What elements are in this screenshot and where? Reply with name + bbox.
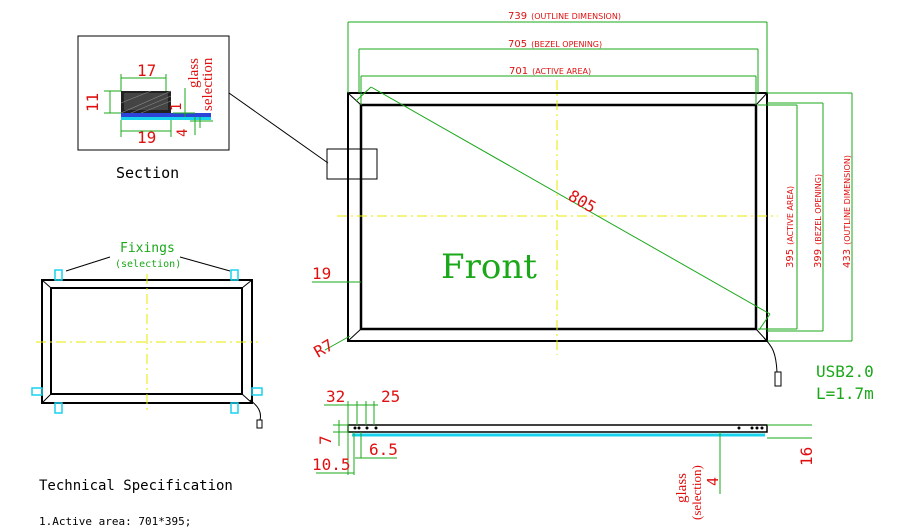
fixing-clamp-tr bbox=[230, 269, 239, 281]
fixing-clamp-br bbox=[230, 402, 239, 414]
side-glass-thickness: 4 bbox=[704, 477, 722, 486]
usb-connector bbox=[774, 371, 782, 387]
section-glass-edge bbox=[121, 117, 211, 120]
front-radius-dim: R7 bbox=[311, 335, 337, 361]
front-active-area bbox=[359, 103, 758, 331]
fixings-view: Fixings (selection) bbox=[31, 241, 263, 429]
side-glass-label: glass bbox=[674, 473, 690, 503]
side-dim-25: 25 bbox=[381, 387, 400, 406]
side-dim-6-5: 6.5 bbox=[369, 440, 398, 459]
fixing-clamp-tl bbox=[54, 269, 63, 281]
fixing-clamp-lb bbox=[31, 387, 43, 396]
front-dim-outline-w: 739(OUTLINE DIMENSION) bbox=[508, 11, 621, 22]
spec-item-1: 1.Active area: 701*395; bbox=[39, 515, 191, 528]
spec-title: Technical Specification bbox=[39, 478, 233, 494]
front-view: 805 Front 19 R7 739(OUTLINE DIMENSION) 7… bbox=[311, 11, 853, 387]
side-frame bbox=[347, 424, 768, 433]
side-dim-16: 16 bbox=[797, 447, 816, 466]
fixings-selection-label: (selection) bbox=[115, 259, 181, 270]
side-selection-label: (selection) bbox=[689, 465, 704, 520]
section-dim-top: 17 bbox=[137, 61, 156, 80]
section-glass bbox=[121, 113, 211, 117]
section-dim-gap: 1 bbox=[169, 103, 185, 111]
side-dim-32: 32 bbox=[326, 387, 345, 406]
fixing-clamp-bl bbox=[54, 402, 63, 414]
usb-label: USB2.0 bbox=[816, 362, 874, 381]
section-glass-label: glass bbox=[186, 58, 202, 88]
section-dim-bottom: 19 bbox=[137, 128, 156, 147]
section-dim-right: 4 bbox=[175, 129, 191, 137]
section-detail: 17 19 11 1 4 glass selection bbox=[77, 35, 230, 151]
front-dim-bezel-h: 399(BEZEL OPENING) bbox=[813, 174, 824, 268]
usb-cable bbox=[763, 337, 778, 373]
side-dim-7: 7 bbox=[316, 435, 335, 445]
side-dim-10-5: 10.5 bbox=[312, 455, 351, 474]
fixings-cable bbox=[249, 399, 261, 421]
fixing-clamp-rb bbox=[251, 387, 263, 396]
fixings-label: Fixings bbox=[120, 241, 175, 256]
section-leader-line bbox=[228, 92, 329, 164]
front-diagonal bbox=[370, 86, 771, 315]
section-callout-box bbox=[326, 148, 378, 180]
usb-cable-length: L=1.7m bbox=[816, 384, 874, 403]
front-label: Front bbox=[441, 247, 537, 287]
side-view: 32 25 7 6.5 10.5 16 glass (selection) 4 bbox=[312, 387, 816, 520]
front-dim-active-h: 395(ACTIVE AREA) bbox=[785, 186, 796, 268]
front-diagonal-label: 805 bbox=[565, 186, 600, 217]
front-border-dim: 19 bbox=[312, 264, 331, 283]
front-dim-bezel-w: 705(BEZEL OPENING) bbox=[508, 39, 602, 50]
front-dim-outline-h: 433(OUTLINE DIMENSION) bbox=[842, 155, 853, 268]
section-dim-left: 11 bbox=[83, 93, 102, 112]
section-selection-label: selection bbox=[200, 57, 216, 111]
front-dim-active-w: 701(ACTIVE AREA) bbox=[509, 66, 591, 77]
section-title: Section bbox=[116, 164, 179, 182]
